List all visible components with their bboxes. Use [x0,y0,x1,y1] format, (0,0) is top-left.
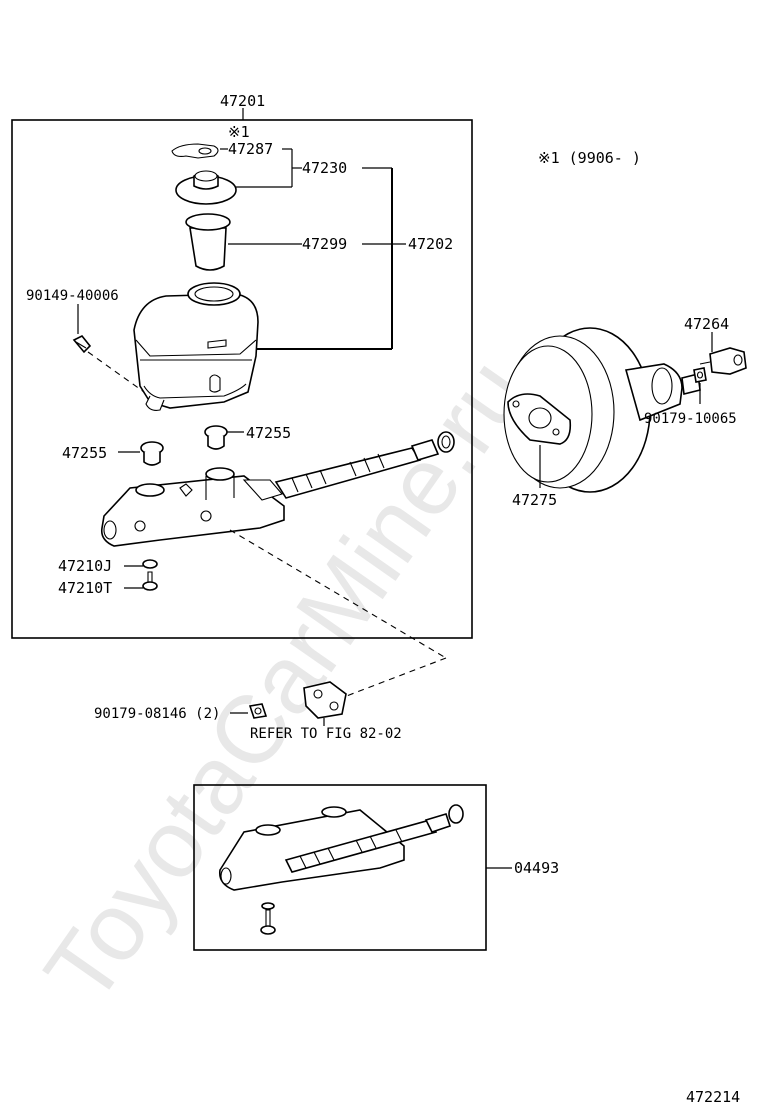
label-refer-fig[interactable]: REFER TO FIG 82-02 [250,726,402,742]
label-47255-right[interactable]: 47255 [246,424,291,442]
part-47287-gasket[interactable] [171,143,219,159]
watermark-text: ToyotaCarMine.ru [25,340,547,1022]
label-47255-left[interactable]: 47255 [62,444,107,462]
label-47210T[interactable]: 47210T [58,579,112,597]
label-47299[interactable]: 47299 [302,235,347,253]
label-04493[interactable]: 04493 [514,859,559,877]
label-47202[interactable]: 47202 [408,235,453,253]
label-47201[interactable]: 47201 [220,92,265,110]
label-47210J[interactable]: 47210J [58,557,112,575]
part-47230-cap[interactable] [175,170,237,205]
part-90179-10065-nut[interactable] [693,367,707,383]
part-47202-reservoir[interactable] [133,282,259,411]
part-47210T-bolt[interactable] [142,571,158,591]
figure-number: 472214 [686,1088,740,1106]
label-90149-40006[interactable]: 90149-40006 [26,288,119,304]
part-refer-plate[interactable] [303,681,347,719]
label-47287[interactable]: 47287 [228,140,273,158]
label-90179-10065[interactable]: 90179-10065 [644,411,737,427]
part-47264-clevis[interactable] [699,347,747,375]
note-date-range: ※1 (9906- ) [538,149,641,167]
part-piston-assembly[interactable] [274,431,455,499]
part-47210J-washer[interactable] [142,559,158,569]
part-90179-08146-nut[interactable] [248,703,268,719]
part-47299-strainer[interactable] [185,213,231,271]
part-47275-brake-booster[interactable] [503,327,701,493]
label-47275[interactable]: 47275 [512,491,557,509]
note-marker: ※1 [228,123,250,141]
assembly-box-47201 [11,119,473,639]
part-47255-grommet-right[interactable] [204,425,228,450]
label-90179-08146[interactable]: 90179-08146 (2) [94,706,220,722]
label-47230[interactable]: 47230 [302,159,347,177]
part-master-cylinder-body[interactable] [100,467,285,547]
part-04493-cylinder-kit[interactable] [218,804,464,891]
label-47264[interactable]: 47264 [684,315,729,333]
part-04493-bolt[interactable] [260,902,276,935]
part-47255-grommet-left[interactable] [140,441,164,466]
part-90149-screw[interactable] [72,334,92,354]
